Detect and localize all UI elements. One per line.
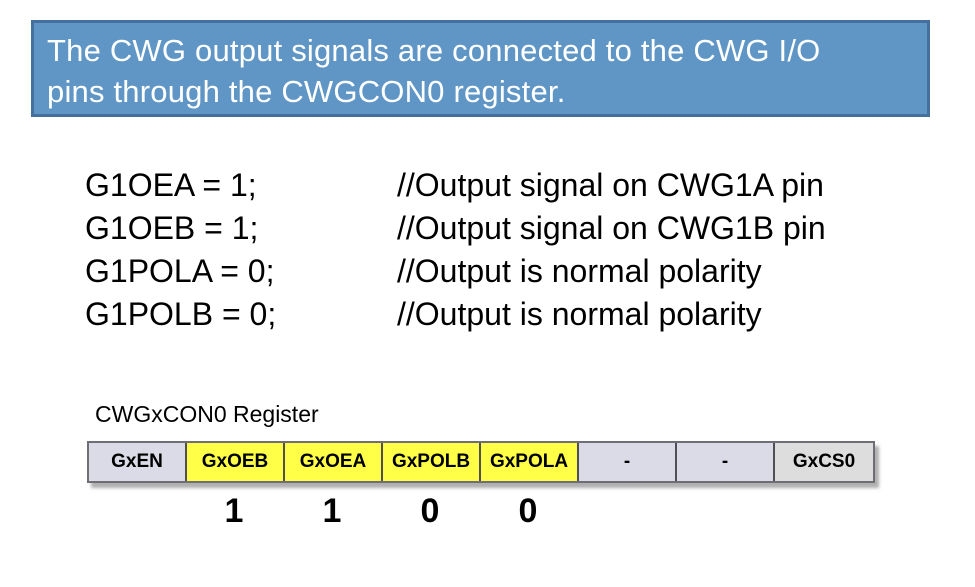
register-cell-gxpolb: GxPOLB xyxy=(383,443,481,481)
header-callout: The CWG output signals are connected to … xyxy=(31,20,930,117)
code-comment: //Output signal on CWG1A pin xyxy=(397,167,824,203)
code-statement: G1POLA = 0; xyxy=(85,253,275,289)
register-cell-unimplemented: - xyxy=(677,443,775,481)
register-cell-gxen: GxEN xyxy=(89,443,187,481)
code-line: G1POLA = 0; //Output is normal polarity xyxy=(85,250,826,293)
code-line: G1OEA = 1; //Output signal on CWG1A pin xyxy=(85,164,826,207)
code-comment: //Output signal on CWG1B pin xyxy=(397,210,826,246)
register-bit-values: 1 1 0 0 xyxy=(185,492,577,531)
code-statement: G1OEB = 1; xyxy=(85,210,259,246)
register-value-gxpola: 0 xyxy=(518,492,538,530)
register-title: CWGxCON0 Register xyxy=(95,401,319,427)
register-value-gxpolb: 0 xyxy=(420,492,440,530)
code-comment: //Output is normal polarity xyxy=(397,296,762,332)
register-cell-gxpola: GxPOLA xyxy=(481,443,579,481)
code-statement: G1POLB = 0; xyxy=(85,296,277,332)
code-comment: //Output is normal polarity xyxy=(397,253,762,289)
register-cell-gxcs0: GxCS0 xyxy=(775,443,873,481)
header-text-line2: pins through the CWGCON0 register. xyxy=(47,74,566,109)
register-value-gxoeb: 1 xyxy=(224,492,244,530)
code-statement: G1OEA = 1; xyxy=(85,167,257,203)
register-bitfield-table: GxEN GxOEB GxOEA GxPOLB GxPOLA - - GxCS0 xyxy=(87,441,875,483)
register-cell-gxoeb: GxOEB xyxy=(187,443,285,481)
register-value-gxoea: 1 xyxy=(322,492,342,530)
header-text-line1: The CWG output signals are connected to … xyxy=(47,33,821,68)
code-block: G1OEA = 1; //Output signal on CWG1A pin … xyxy=(85,164,826,336)
register-cell-unimplemented: - xyxy=(579,443,677,481)
register-cell-gxoea: GxOEA xyxy=(285,443,383,481)
code-line: G1POLB = 0; //Output is normal polarity xyxy=(85,293,826,336)
code-line: G1OEB = 1; //Output signal on CWG1B pin xyxy=(85,207,826,250)
